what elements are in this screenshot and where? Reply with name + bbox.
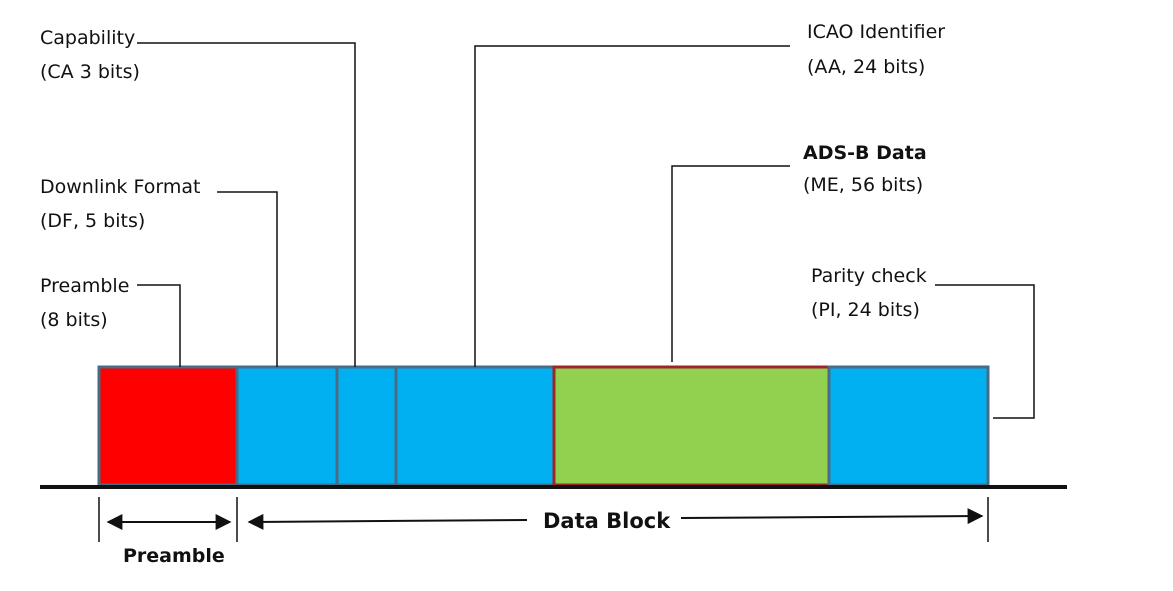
label-downlink-name: Downlink Format: [40, 176, 201, 198]
bottom-label-data-block: Data Block: [543, 509, 671, 533]
bottom-label-preamble: Preamble: [123, 545, 225, 567]
label-parity-name: Parity check: [811, 265, 927, 287]
leader-adsb: [671, 165, 790, 362]
label-capability-bits: (CA 3 bits): [40, 61, 140, 83]
segment-preamble: [97, 365, 239, 487]
label-adsb-bits: (ME, 56 bits): [803, 174, 924, 196]
segment-icao: [394, 365, 556, 487]
label-downlink-bits: (DF, 5 bits): [40, 210, 146, 232]
label-icao-name: ICAO Identifier: [807, 21, 946, 43]
label-capability-name: Capability: [40, 27, 136, 49]
segment-ads-b-data: [552, 365, 831, 487]
label-preamble-name: Preamble: [40, 275, 130, 297]
label-icao-bits: (AA, 24 bits): [807, 56, 926, 78]
segment-capability: [335, 365, 398, 487]
leader-preamble: [137, 284, 181, 367]
arrow-data-block-right: [680, 508, 984, 525]
leader-icao: [474, 45, 790, 367]
segment-parity: [827, 365, 990, 487]
label-preamble-bits: (8 bits): [40, 309, 108, 331]
arrow-data-block-left: [247, 513, 528, 530]
leader-capability: [137, 42, 356, 367]
leader-downlink: [217, 191, 278, 367]
leader-parity: [935, 284, 1035, 419]
segment-downlink-format: [235, 365, 339, 487]
label-adsb-name: ADS-B Data: [803, 142, 927, 164]
label-parity-bits: (PI, 24 bits): [811, 299, 920, 321]
